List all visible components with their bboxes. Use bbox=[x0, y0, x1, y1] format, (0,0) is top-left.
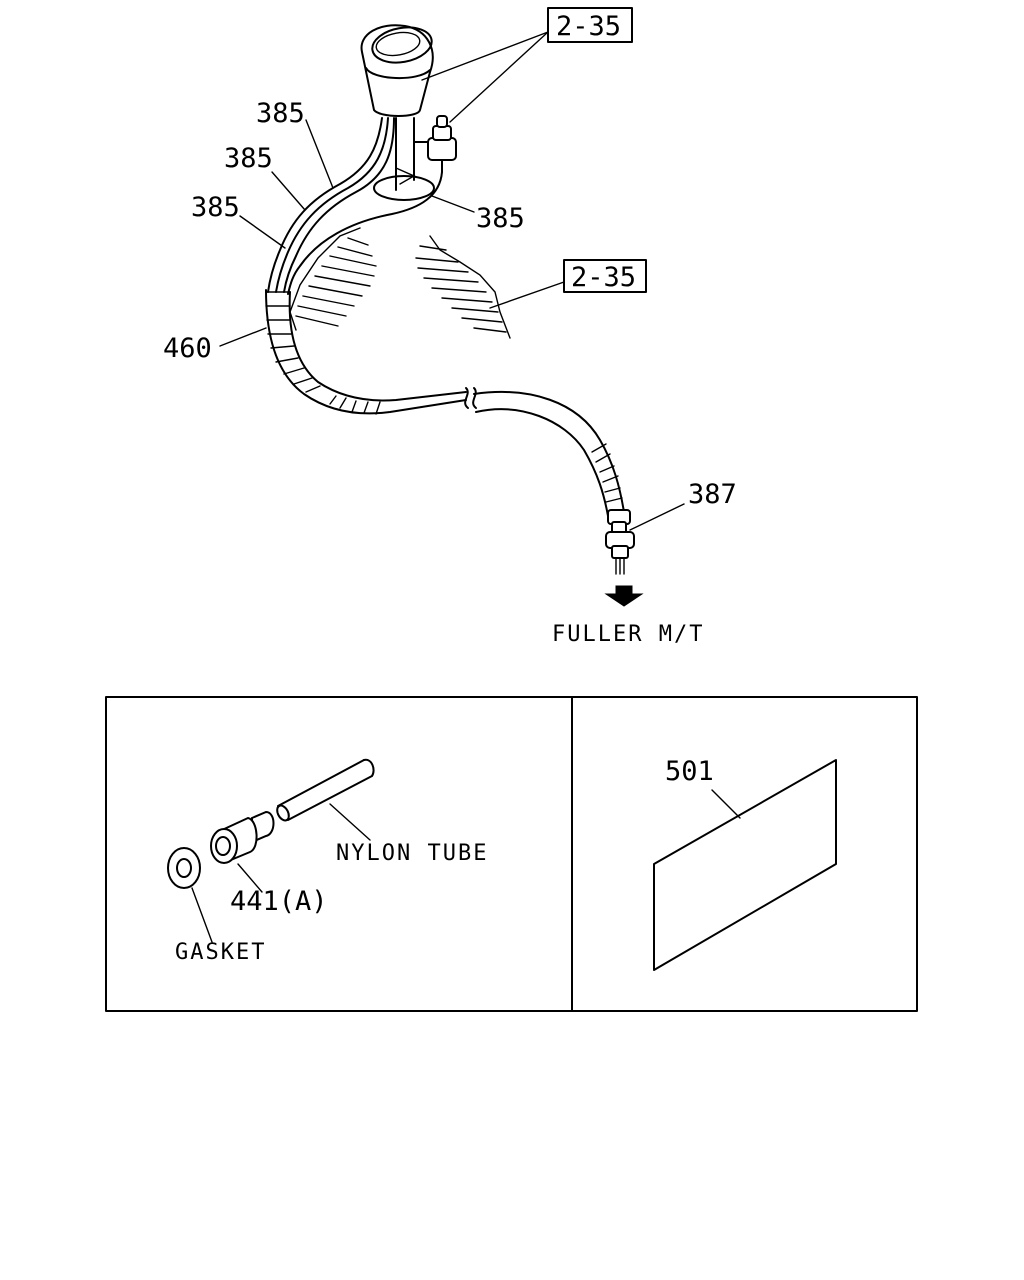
connector-387 bbox=[605, 509, 635, 575]
fitting-441a bbox=[210, 810, 275, 864]
ref-box-boot bbox=[563, 259, 647, 293]
label-plate-501 bbox=[653, 759, 837, 971]
part-501-label: 501 bbox=[665, 756, 714, 787]
part-460-label: 460 bbox=[163, 333, 212, 364]
shift-knob bbox=[360, 24, 434, 117]
part-385-label-b: 385 bbox=[224, 143, 273, 174]
nylon-tube bbox=[276, 758, 375, 822]
harness-460 bbox=[265, 289, 625, 517]
gasket-caption: GASKET bbox=[175, 940, 266, 965]
down-arrow-icon bbox=[604, 585, 644, 607]
ref-box-top bbox=[547, 7, 633, 43]
shift-lever-shaft bbox=[373, 117, 435, 201]
part-387-label: 387 bbox=[688, 479, 737, 510]
nylon-tube-caption: NYLON TUBE bbox=[336, 841, 488, 866]
detail-frame bbox=[105, 696, 918, 1012]
gasket bbox=[167, 847, 201, 889]
ref-2-35-top-label: 2-35 bbox=[556, 11, 621, 42]
ref-2-35-boot-label: 2-35 bbox=[571, 262, 636, 293]
part-385-label-d: 385 bbox=[476, 203, 525, 234]
shift-lever-assembly bbox=[219, 7, 685, 575]
part-441a-label: 441(A) bbox=[230, 886, 328, 917]
fuller-mt-caption: FULLER M/T bbox=[552, 622, 704, 647]
lever-switch bbox=[427, 115, 457, 173]
part-385-label-a: 385 bbox=[256, 98, 305, 129]
shift-boot bbox=[289, 227, 511, 339]
label-plate-panel bbox=[653, 759, 837, 971]
air-tubes-385 bbox=[267, 117, 443, 295]
fitting-detail-panel bbox=[167, 758, 375, 943]
leader-lines-top bbox=[219, 31, 685, 531]
part-385-label-c: 385 bbox=[191, 192, 240, 223]
